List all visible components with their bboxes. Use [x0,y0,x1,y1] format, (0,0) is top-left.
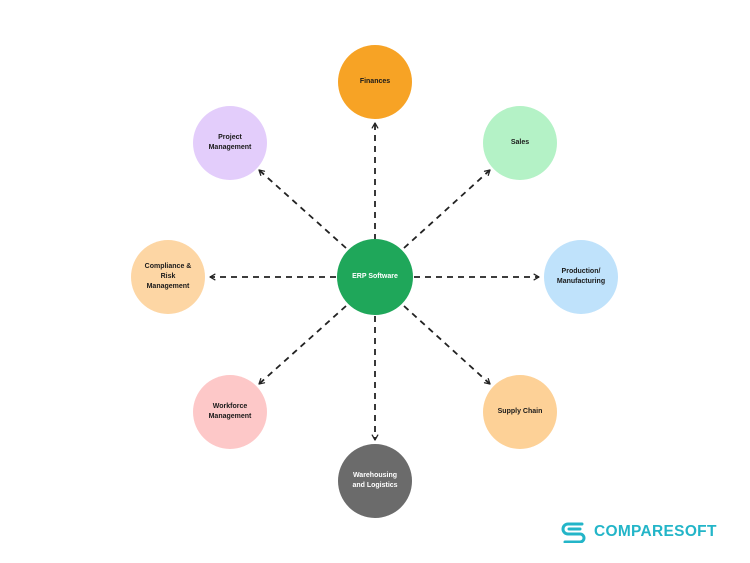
node-project-management: Project Management [193,106,267,180]
node-production-manufacturing: Production/ Manufacturing [544,240,618,314]
logo-text: COMPARESOFT [594,523,717,540]
node-label: Workforce Management [208,402,252,420]
node-compliance-risk-management: Compliance & Risk Management [131,240,205,314]
arrow-to-sales [403,169,491,249]
arrow-to-project [258,169,347,249]
comparesoft-logo-icon [561,522,586,543]
arrow-to-workforce [258,305,347,385]
node-sales: Sales [483,106,557,180]
node-label: Compliance & Risk Management [144,262,192,291]
node-supply-chain: Supply Chain [483,375,557,449]
node-label: Warehousing and Logistics [352,471,398,489]
node-warehousing-logistics: Warehousing and Logistics [338,444,412,518]
node-workforce-management: Workforce Management [193,375,267,449]
center-node-label: ERP Software [352,272,398,280]
node-label: Production/ Manufacturing [556,267,606,285]
node-finances: Finances [338,45,412,119]
node-label: Project Management [208,133,252,151]
node-label: Sales [510,138,530,146]
center-node-erp-software: ERP Software [337,239,413,315]
node-label: Finances [359,77,391,85]
node-label: Supply Chain [497,407,543,415]
comparesoft-logo: COMPARESOFT [560,521,717,543]
arrow-to-supply-chain [403,305,491,385]
